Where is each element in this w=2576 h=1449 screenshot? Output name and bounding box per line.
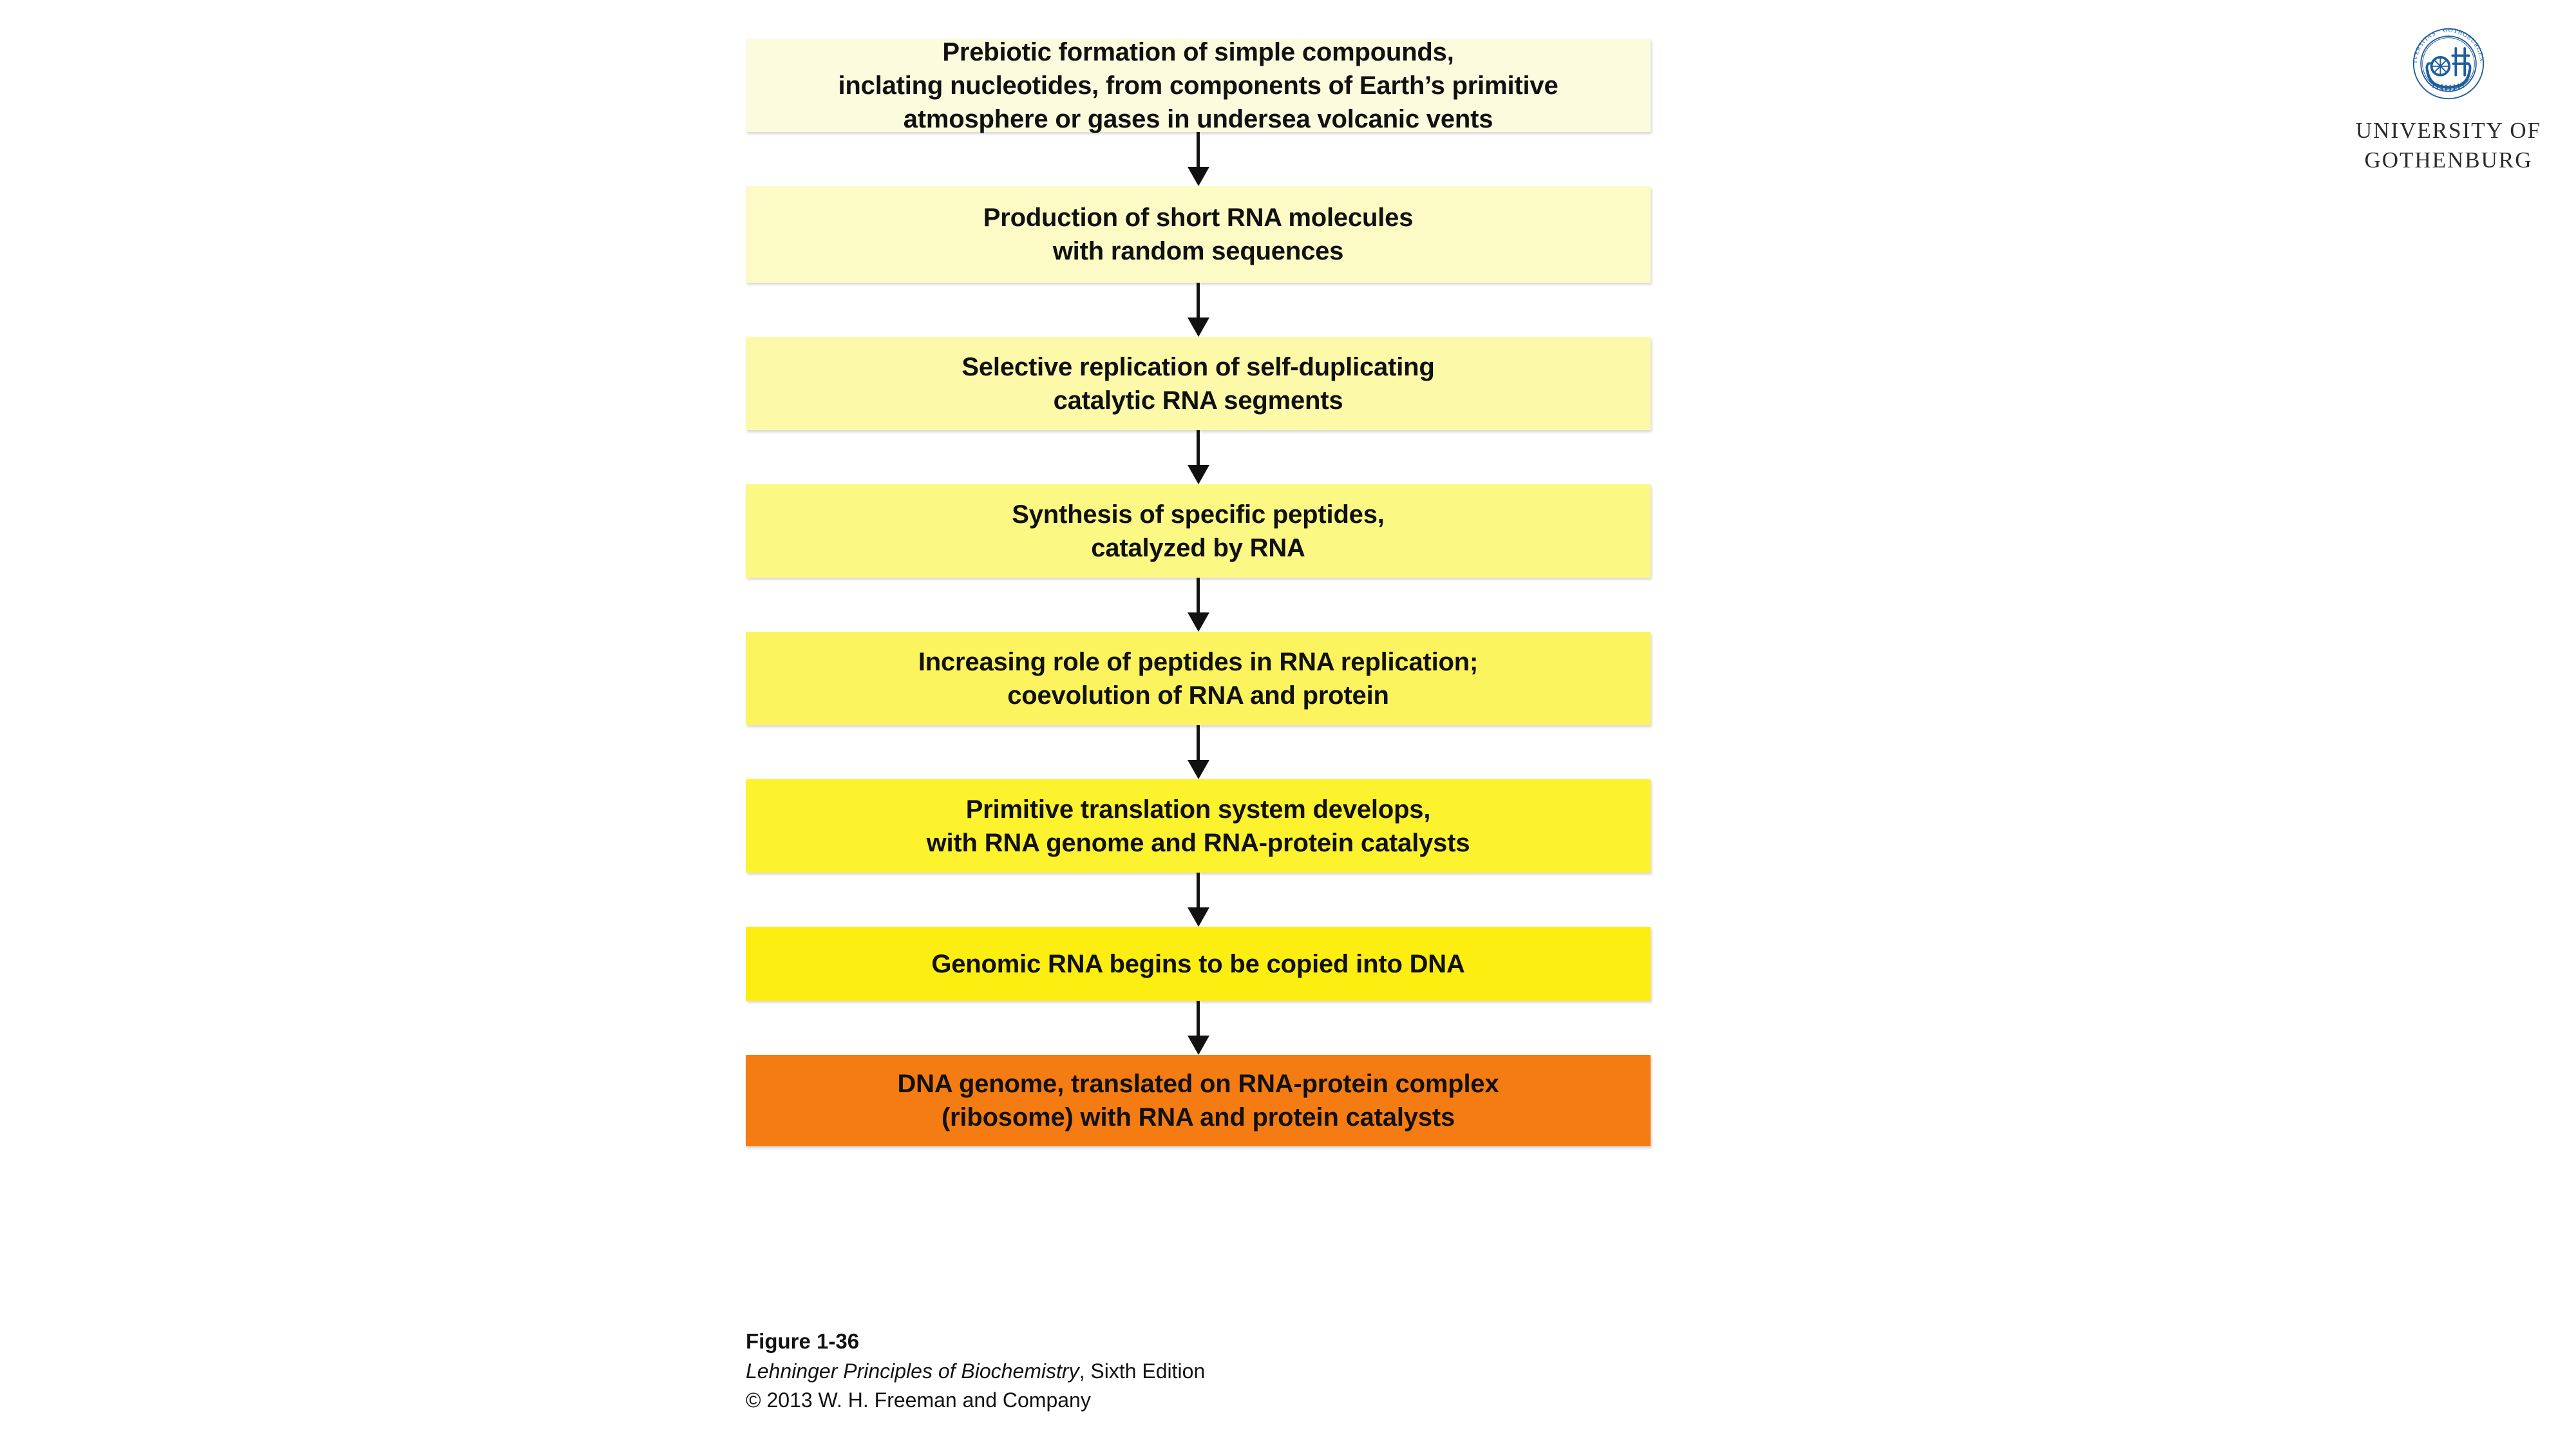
- arrow-head: [1187, 1036, 1209, 1055]
- flow-box-rna-copied-into-dna[interactable]: Genomic RNA begins to be copied into DNA: [746, 927, 1651, 1001]
- down-arrow-icon-2: [746, 283, 1651, 337]
- arrow-head: [1187, 167, 1209, 186]
- arrow-shaft: [1197, 725, 1200, 762]
- flow-step-4: Synthesis of specific peptides, catalyze…: [746, 484, 1651, 578]
- flow-box-primitive-translation[interactable]: Primitive translation system develops, w…: [746, 779, 1651, 873]
- arrow-shaft: [1197, 1001, 1200, 1038]
- university-seal-icon: UNIVERSITAS · GOTHOBURGENSIS · 1891 ·: [2408, 23, 2485, 100]
- university-logo: UNIVERSITAS · GOTHOBURGENSIS · 1891 ·: [2352, 23, 2545, 175]
- flow-step-5: Increasing role of peptides in RNA repli…: [746, 632, 1651, 725]
- down-arrow-icon-5: [746, 725, 1651, 779]
- flow-box-selective-replication[interactable]: Selective replication of self-duplicatin…: [746, 337, 1651, 430]
- svg-text:UNIVERSITAS · GOTHOBURGENSIS: UNIVERSITAS · GOTHOBURGENSIS: [2408, 23, 2485, 63]
- down-arrow-icon-6: [746, 873, 1651, 927]
- flow-box-label: Genomic RNA begins to be copied into DNA: [931, 949, 1465, 978]
- arrow-head: [1187, 907, 1209, 927]
- flow-step-1: Prebiotic formation of simple compounds,…: [746, 38, 1651, 133]
- flow-step-2: Production of short RNA molecules with r…: [746, 186, 1651, 283]
- figure-caption: Figure 1-36 Lehninger Principles of Bioc…: [746, 1327, 1205, 1416]
- flow-box-label: Selective replication of self-duplicatin…: [961, 352, 1435, 415]
- down-arrow-icon-1: [746, 132, 1651, 186]
- arrow-shaft: [1197, 132, 1200, 169]
- flow-box-peptide-rna-coevolution[interactable]: Increasing role of peptides in RNA repli…: [746, 632, 1651, 725]
- book-title: Lehninger Principles of Biochemistry: [746, 1359, 1079, 1383]
- arrow-shaft: [1197, 283, 1200, 320]
- arrow-head: [1187, 465, 1209, 484]
- flow-step-7: Genomic RNA begins to be copied into DNA: [746, 927, 1651, 1001]
- book-edition: , Sixth Edition: [1079, 1359, 1206, 1383]
- university-wordmark: UNIVERSITY OF GOTHENBURG: [2355, 118, 2542, 173]
- flow-box-label: Primitive translation system develops, w…: [926, 795, 1470, 857]
- book-reference: Lehninger Principles of Biochemistry, Si…: [746, 1357, 1205, 1386]
- flow-box-short-rna-production[interactable]: Production of short RNA molecules with r…: [746, 186, 1651, 283]
- flow-step-8: DNA genome, translated on RNA-protein co…: [746, 1055, 1651, 1146]
- arrow-shaft: [1197, 873, 1200, 910]
- flow-step-6: Primitive translation system develops, w…: [746, 779, 1651, 873]
- down-arrow-icon-3: [746, 430, 1651, 484]
- flow-box-label: Increasing role of peptides in RNA repli…: [918, 647, 1479, 710]
- down-arrow-icon-4: [746, 578, 1651, 632]
- arrow-head: [1187, 317, 1209, 337]
- flow-box-label: Production of short RNA molecules with r…: [983, 204, 1414, 265]
- flow-box-label: Prebiotic formation of simple compounds,…: [838, 37, 1558, 133]
- down-arrow-icon-7: [746, 1001, 1651, 1055]
- arrow-head: [1187, 760, 1209, 779]
- flowchart: Prebiotic formation of simple compounds,…: [746, 38, 1651, 1146]
- copyright-line: © 2013 W. H. Freeman and Company: [746, 1388, 1091, 1412]
- arrow-head: [1187, 612, 1209, 632]
- arrow-shaft: [1197, 430, 1200, 468]
- flow-box-peptide-synthesis[interactable]: Synthesis of specific peptides, catalyze…: [746, 484, 1651, 578]
- flow-box-label: Synthesis of specific peptides, catalyze…: [1012, 500, 1385, 562]
- flow-box-label: DNA genome, translated on RNA-protein co…: [897, 1070, 1499, 1132]
- flow-box-prebiotic-formation[interactable]: Prebiotic formation of simple compounds,…: [746, 38, 1651, 133]
- flow-step-3: Selective replication of self-duplicatin…: [746, 337, 1651, 430]
- figure-number: Figure 1-36: [746, 1329, 860, 1353]
- arrow-shaft: [1197, 578, 1200, 615]
- flow-box-dna-genome-ribosome[interactable]: DNA genome, translated on RNA-protein co…: [746, 1055, 1651, 1146]
